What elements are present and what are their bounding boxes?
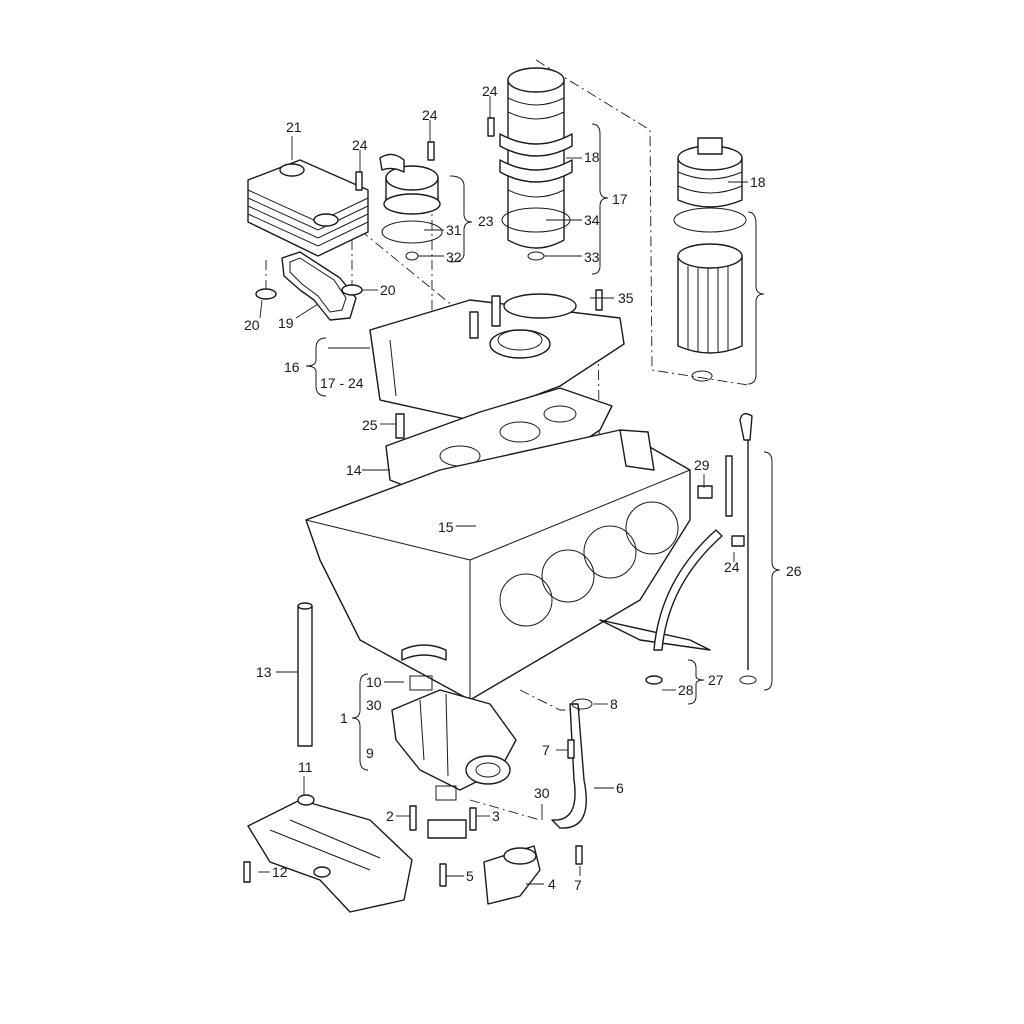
callout-30-top: 30 xyxy=(366,697,382,713)
callout-24-housing: 24 xyxy=(422,107,438,123)
dipstick-tube xyxy=(645,455,745,685)
callout-6: 6 xyxy=(616,780,624,796)
callout-7-top: 7 xyxy=(542,742,550,758)
callout-7-bottom: 7 xyxy=(574,877,582,893)
callout-23: 23 xyxy=(478,213,494,229)
engine-block xyxy=(305,429,711,701)
callout-3: 3 xyxy=(492,808,500,824)
oil-return-pipe xyxy=(551,698,593,865)
callout-11: 11 xyxy=(298,759,313,775)
callout-17: 17 xyxy=(612,191,628,207)
callout-8: 8 xyxy=(610,696,618,712)
callout-34: 34 xyxy=(584,212,600,228)
callout-17-24: 17 - 24 xyxy=(320,375,364,391)
callout-15: 15 xyxy=(438,519,454,535)
callout-20-left: 20 xyxy=(244,317,260,333)
leader-lines xyxy=(258,96,748,885)
callout-24-cooler: 24 xyxy=(352,137,368,153)
grouping-braces xyxy=(305,123,781,771)
callout-27: 27 xyxy=(708,672,724,688)
callout-31: 31 xyxy=(446,222,462,238)
guide-tube-13 xyxy=(297,602,313,747)
dipstick xyxy=(739,413,757,685)
baffle-plate xyxy=(247,794,413,913)
callout-32: 32 xyxy=(446,249,462,265)
callout-16: 16 xyxy=(284,359,300,375)
oil-filter-element xyxy=(677,243,743,382)
callout-14: 14 xyxy=(346,462,362,478)
callout-18-right: 18 xyxy=(750,174,766,190)
callout-2: 2 xyxy=(386,808,394,824)
oil-filter-cap-right xyxy=(673,137,747,233)
callout-20-right: 20 xyxy=(380,282,396,298)
callout-10: 10 xyxy=(366,674,382,690)
oil-pump xyxy=(391,675,517,801)
callout-21: 21 xyxy=(286,119,302,135)
callout-12: 12 xyxy=(272,864,288,880)
callout-18-center: 18 xyxy=(584,149,600,165)
callout-29: 29 xyxy=(694,457,710,473)
callout-33: 33 xyxy=(584,249,600,265)
bolts-2-3-5 xyxy=(409,805,477,887)
callout-4: 4 xyxy=(548,876,556,892)
coolant-housing xyxy=(379,153,443,261)
callout-26: 26 xyxy=(786,563,802,579)
oil-cooler xyxy=(247,159,369,257)
oil-filter-housing-center xyxy=(499,67,573,261)
callout-13: 13 xyxy=(256,664,272,680)
callout-28: 28 xyxy=(678,682,694,698)
bolts-24-cooler xyxy=(355,117,495,191)
callout-24-filter: 24 xyxy=(482,83,498,99)
callout-25: 25 xyxy=(362,417,378,433)
callout-labels: 21 24 24 24 18 18 17 34 33 35 23 31 32 2… xyxy=(244,83,802,893)
callout-5: 5 xyxy=(466,868,474,884)
callout-1: 1 xyxy=(340,710,348,726)
oil-cooler-gasket xyxy=(281,251,357,321)
oil-filter-bracket xyxy=(369,289,625,421)
oil-strainer xyxy=(427,819,541,905)
callout-19: 19 xyxy=(278,315,294,331)
bolt-12 xyxy=(243,861,251,883)
callout-9: 9 xyxy=(366,745,374,761)
callout-30-bottom: 30 xyxy=(534,785,550,801)
callout-24-dipstick: 24 xyxy=(724,559,740,575)
callout-35: 35 xyxy=(618,290,634,306)
bolt-25 xyxy=(395,413,405,439)
seal-rings-20 xyxy=(255,284,363,300)
